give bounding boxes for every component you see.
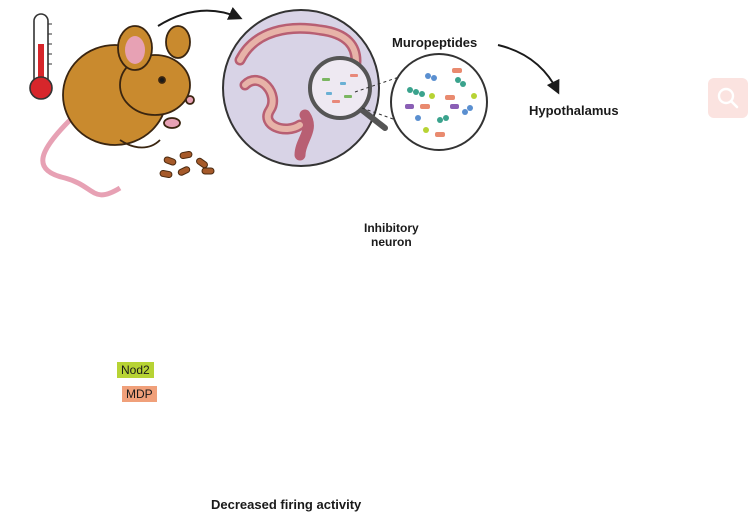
magnifying-glass [308,56,388,131]
label-mdp: MDP [122,386,157,402]
arrow-to-gut [157,7,243,27]
label-inhibitory-neuron: Inhibitory neuron [364,221,419,249]
label-inhibitory-line1: Inhibitory [364,221,419,235]
fecal-pellets [159,150,215,179]
arrow-to-hypothalamus [497,44,560,95]
label-inhibitory-line2: neuron [371,235,412,249]
thermometer-hot-icon [29,13,53,100]
muropeptides-circle [390,53,488,151]
search-button[interactable] [708,78,748,118]
label-decreased-firing-activity: Decreased firing activity [211,497,362,512]
label-muropeptides: Muropeptides [392,35,478,50]
gut-circle [222,9,380,167]
mouse-illustration-fever [40,25,195,198]
label-nod2: Nod2 [117,362,154,378]
search-icon [717,87,739,109]
label-hypothalamus: Hypothalamus [529,103,619,118]
